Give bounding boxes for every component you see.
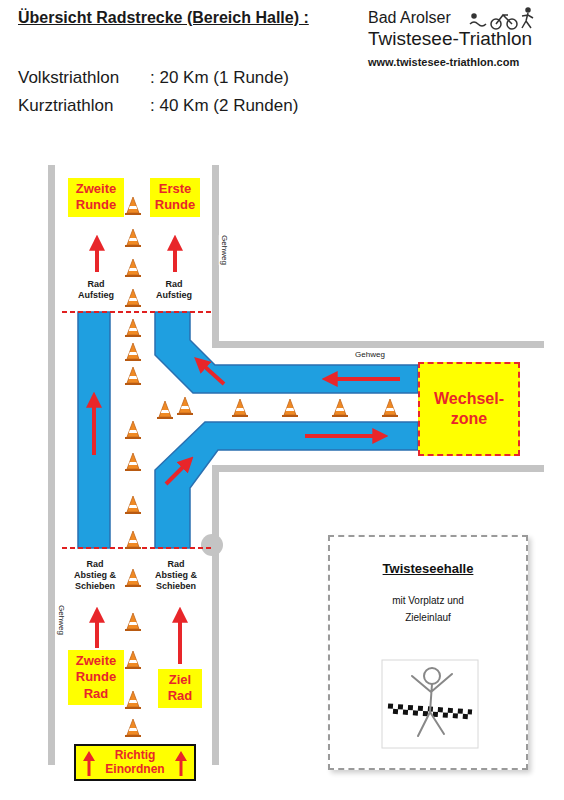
traffic-cone [125,289,141,307]
traffic-cone [157,401,173,419]
node-title: Richtig Einordnen [100,748,170,777]
traffic-cone [125,496,141,514]
finish-sign: Zweite Runde Rad [68,650,124,705]
race-name: Volkstriathlon [18,68,119,88]
mount-label: Rad Aufstieg [71,279,121,301]
sidewalk-label: Gehweg [355,350,385,360]
traffic-cone [125,367,141,385]
traffic-cone [125,613,141,631]
traffic-cone [332,399,348,417]
round-sign: Zweite Runde [68,178,124,217]
logo-text: Bad Arolser [368,8,451,27]
traffic-cone [125,259,141,277]
traffic-cone [125,421,141,439]
road-edge [48,165,544,765]
mount-line [62,312,212,548]
dismount-label: Rad Abstieg & Schieben [151,559,201,591]
traffic-cone [125,531,141,549]
sidewalk-label: Gehweg [219,235,229,265]
traffic-cone [232,399,248,417]
node-title: Erste Runde [153,181,197,214]
node-text: mit Vorplatz und Zieleinlauf [330,592,526,626]
traffic-cone [125,343,141,361]
traffic-cone [125,569,141,587]
finish-sign: Ziel Rad [158,669,202,708]
direction-arrow [94,248,400,664]
traffic-cone [382,399,398,417]
logo-url: www.twistesee-triathlon.com [368,56,519,69]
race-distance: : 40 Km (2 Runden) [150,96,298,116]
transition-zone: Wechsel- zone [418,362,520,456]
node-title: Ziel Rad [161,672,199,705]
lane-arrow [173,748,189,778]
sidewalk-label: Gehweg [56,605,66,635]
traffic-cone [125,197,141,215]
lane-arrow [81,748,97,778]
traffic-cone [125,691,141,709]
lane-sign: Richtig Einordnen [74,744,196,781]
round-sign: Erste Runde [150,178,200,217]
race-name: Kurztriathlon [18,96,113,116]
node-title: Wechsel- zone [424,389,514,429]
traffic-cone [125,651,141,669]
traffic-cone [125,719,141,737]
bike-lane [78,312,418,548]
node-title: Zweite Runde Rad [71,653,121,702]
logo-icon [470,8,533,29]
finisher-picture [382,660,478,748]
page-title: Übersicht Radstrecke (Bereich Halle) : [18,8,309,27]
hall-box: Twisteseehalle mit Vorplatz und Zieleinla… [328,535,528,770]
mount-label: Rad Aufstieg [149,279,199,301]
traffic-cone [282,399,298,417]
dismount-label: Rad Abstieg & Schieben [70,559,120,591]
cone-group [125,197,398,737]
traffic-cone [177,397,193,415]
logo-text: Twistesee-Triathlon [368,28,532,51]
traffic-cone [125,229,141,247]
race-distance: : 20 Km (1 Runde) [150,68,289,88]
traffic-cone [125,319,141,337]
node-title: Zweite Runde [71,181,121,214]
traffic-cone [125,453,141,471]
node-title: Twisteseehalle [330,561,526,576]
